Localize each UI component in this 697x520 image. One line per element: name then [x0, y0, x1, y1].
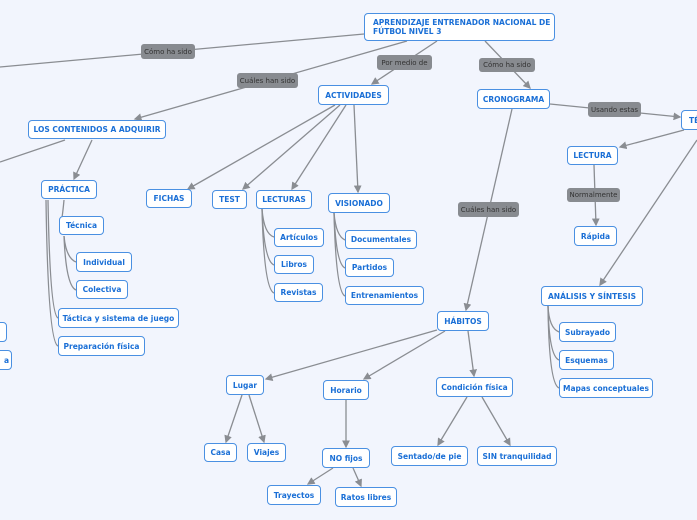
node-horario[interactable]: Horario	[323, 380, 369, 400]
node-revistas[interactable]: Revistas	[274, 283, 323, 302]
node-contenidos[interactable]: LOS CONTENIDOS A ADQUIRIR	[28, 120, 166, 139]
node-entrenamientos[interactable]: Entrenamientos	[345, 286, 424, 305]
node-analisis[interactable]: ANÁLISIS Y SÍNTESIS	[541, 286, 643, 306]
node-documentales[interactable]: Documentales	[345, 230, 417, 249]
node-partial-left[interactable]	[0, 322, 7, 342]
node-practica[interactable]: PRÁCTICA	[41, 180, 97, 199]
node-esquemas[interactable]: Esquemas	[559, 350, 614, 370]
node-fichas[interactable]: FICHAS	[146, 189, 192, 208]
node-tecnica[interactable]: Técnica	[59, 216, 104, 235]
node-visionado[interactable]: VISIONADO	[328, 193, 390, 213]
root-node[interactable]: APRENDIZAJE ENTRENADOR NACIONAL DE FÚTBO…	[364, 13, 555, 41]
node-lectura[interactable]: LECTURA	[567, 146, 618, 165]
node-articulos[interactable]: Artículos	[274, 228, 324, 247]
node-rapida[interactable]: Rápida	[574, 226, 617, 246]
node-libros[interactable]: Libros	[274, 255, 314, 274]
node-ratos-libres[interactable]: Ratos libres	[335, 487, 397, 507]
node-partial-left[interactable]: a	[0, 350, 12, 370]
node-individual[interactable]: Individual	[76, 252, 132, 272]
link-label: Por medio de	[377, 55, 432, 70]
link-label: Usando estas	[588, 102, 641, 117]
node-colectiva[interactable]: Colectiva	[76, 280, 128, 299]
node-preparacion[interactable]: Preparación física	[58, 336, 145, 356]
link-label: Cuáles han sido	[458, 202, 519, 217]
node-habitos[interactable]: HÁBITOS	[437, 311, 489, 331]
node-test[interactable]: TEST	[212, 190, 247, 209]
node-casa[interactable]: Casa	[204, 443, 237, 462]
node-viajes[interactable]: Viajes	[247, 443, 286, 462]
node-actividades[interactable]: ACTIVIDADES	[318, 85, 389, 105]
node-condicion[interactable]: Condición física	[436, 377, 513, 397]
link-label: Cómo ha sido	[141, 44, 195, 59]
node-tecnicas[interactable]: TÉ	[681, 110, 697, 130]
node-mapas[interactable]: Mapas conceptuales	[559, 378, 653, 398]
node-sin-tranquilidad[interactable]: SIN tranquilidad	[477, 446, 557, 466]
node-cronograma[interactable]: CRONOGRAMA	[477, 89, 550, 109]
link-label: Cómo ha sido	[479, 58, 535, 72]
link-label: Cuáles han sido	[237, 73, 298, 88]
node-lecturas[interactable]: LECTURAS	[256, 190, 312, 209]
node-partidos[interactable]: Partidos	[345, 258, 394, 277]
node-lugar[interactable]: Lugar	[226, 375, 264, 395]
node-subrayado[interactable]: Subrayado	[559, 322, 616, 342]
node-tactica[interactable]: Táctica y sistema de juego	[58, 308, 179, 328]
node-no-fijos[interactable]: NO fijos	[322, 448, 370, 468]
node-sentado[interactable]: Sentado/de pie	[391, 446, 468, 466]
node-trayectos[interactable]: Trayectos	[267, 485, 321, 505]
link-label: Normalmente	[567, 188, 620, 202]
